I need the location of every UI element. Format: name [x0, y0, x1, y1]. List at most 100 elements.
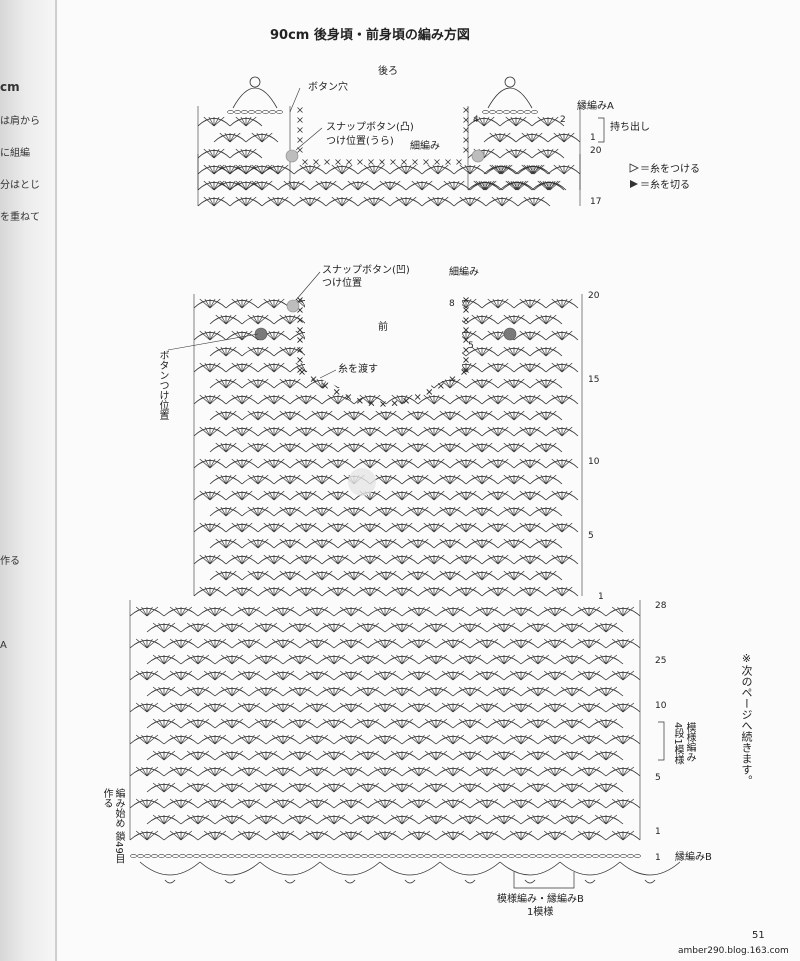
- neck-opening: [305, 298, 462, 395]
- dc-stitch: [220, 814, 233, 825]
- dc-stitch: [401, 490, 408, 501]
- dc-stitch: [473, 180, 485, 191]
- dc-stitch: [333, 654, 346, 665]
- dc-stitch: [519, 490, 531, 501]
- dc-stitch: [203, 180, 215, 191]
- dc-stitch: [481, 410, 488, 421]
- dc-stitch: [322, 718, 335, 729]
- dc-stitch: [295, 362, 307, 373]
- dc-stitch: [348, 570, 355, 581]
- dc-stitch: [487, 554, 499, 565]
- dc-stitch: [385, 570, 397, 581]
- dc-stitch: [469, 814, 476, 825]
- dc-stitch: [464, 164, 471, 175]
- dc-stitch: [345, 766, 352, 777]
- dc-stitch: [401, 522, 408, 533]
- dc-stitch: [471, 346, 483, 357]
- dc-stitch: [203, 830, 216, 841]
- dc-stitch: [305, 394, 312, 405]
- dc-stitch: [273, 298, 280, 309]
- dc-stitch: [284, 570, 291, 581]
- dc-stitch: [299, 654, 306, 665]
- dc-stitch: [526, 654, 539, 665]
- dc-stitch: [299, 622, 306, 633]
- dc-stitch: [481, 670, 488, 681]
- dc-stitch: [375, 474, 387, 485]
- dc-stitch: [551, 522, 563, 533]
- dc-stitch: [452, 766, 459, 777]
- dc-stitch: [551, 554, 563, 565]
- dc-stitch: [268, 362, 275, 373]
- dc-stitch: [213, 116, 220, 127]
- dc-stitch: [524, 298, 531, 309]
- dc-stitch: [430, 750, 437, 761]
- dc-stitch: [558, 164, 565, 175]
- dc-stitch: [204, 330, 211, 341]
- dc-stitch: [583, 670, 590, 681]
- dc-stitch: [248, 606, 255, 617]
- row-number: 25: [655, 656, 667, 666]
- chain-stitch: [578, 854, 585, 858]
- dc-stitch: [215, 346, 227, 357]
- dc-stitch: [247, 346, 259, 357]
- dc-stitch: [252, 538, 259, 549]
- chain-stitch: [130, 854, 137, 858]
- dc-stitch: [203, 148, 215, 159]
- dc-stitch: [524, 394, 531, 405]
- dc-stitch: [146, 766, 159, 777]
- dc-stitch: [180, 702, 193, 713]
- dc-stitch: [389, 180, 396, 191]
- dc-stitch: [475, 638, 488, 649]
- dc-stitch: [267, 164, 279, 175]
- sc-stitch: [299, 369, 305, 375]
- dc-stitch: [321, 442, 328, 453]
- dc-stitch: [231, 750, 238, 761]
- dc-stitch: [254, 654, 267, 665]
- chain-stitch: [438, 854, 445, 858]
- dc-stitch: [487, 522, 499, 533]
- dc-stitch: [328, 718, 335, 729]
- dc-stitch: [449, 442, 461, 453]
- left-page-fragment: A: [0, 640, 7, 651]
- sc-stitch: [368, 400, 375, 406]
- dc-stitch: [611, 638, 624, 649]
- dc-stitch: [423, 490, 435, 501]
- dc-stitch: [460, 522, 467, 533]
- dc-stitch: [337, 522, 344, 533]
- dc-stitch: [204, 490, 211, 501]
- dc-stitch: [288, 622, 301, 633]
- dc-stitch: [311, 474, 323, 485]
- dc-stitch: [369, 426, 381, 437]
- dc-stitch: [163, 622, 170, 633]
- dc-stitch: [215, 474, 227, 485]
- chain-stitch: [543, 854, 550, 858]
- dc-stitch: [220, 538, 227, 549]
- dc-stitch: [263, 490, 275, 501]
- dc-stitch: [401, 426, 408, 437]
- dc-stitch: [295, 426, 307, 437]
- dc-stitch: [257, 378, 269, 389]
- dc-stitch: [364, 522, 371, 533]
- dc-stitch: [503, 814, 510, 825]
- dc-stitch: [268, 554, 275, 565]
- dc-stitch: [622, 798, 629, 809]
- dc-stitch: [433, 522, 440, 533]
- dc-stitch: [545, 314, 552, 325]
- dc-stitch: [214, 606, 221, 617]
- sc-stitch: [322, 383, 328, 389]
- dc-stitch: [447, 606, 454, 617]
- dc-stitch: [418, 766, 425, 777]
- dc-stitch: [458, 686, 471, 697]
- dc-stitch: [529, 426, 536, 437]
- dc-stitch: [513, 538, 525, 549]
- dc-stitch: [622, 798, 635, 809]
- dc-stitch: [529, 522, 536, 533]
- chain-stitch: [634, 854, 641, 858]
- dc-stitch: [421, 180, 433, 191]
- dc-stitch: [481, 570, 488, 581]
- dc-stitch: [328, 622, 335, 633]
- dc-stitch: [486, 734, 493, 745]
- dc-stitch: [423, 586, 435, 597]
- dc-stitch: [418, 670, 431, 681]
- dc-stitch: [273, 298, 285, 309]
